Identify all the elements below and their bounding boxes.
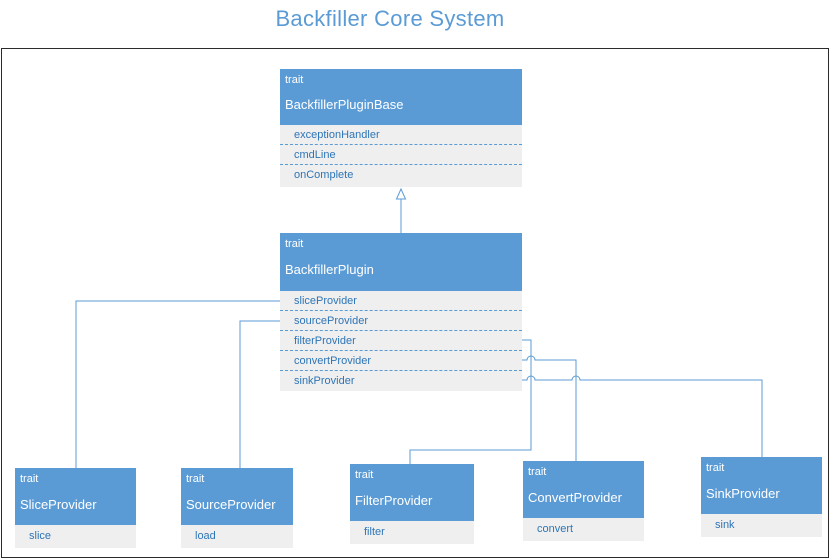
plugin-keyword: trait bbox=[285, 238, 304, 250]
source-provider-fields: load bbox=[181, 525, 293, 548]
field-slice-provider: sliceProvider bbox=[280, 291, 522, 311]
convert-provider-box: trait ConvertProvider convert bbox=[523, 461, 644, 541]
plugin-fields: sliceProvider sourceProvider filterProvi… bbox=[280, 291, 522, 391]
connector-slice bbox=[75, 300, 280, 468]
convert-provider-header: trait ConvertProvider bbox=[523, 461, 644, 518]
slice-provider-keyword: trait bbox=[20, 473, 39, 485]
source-provider-keyword: trait bbox=[186, 473, 205, 485]
source-provider-name: SourceProvider bbox=[186, 497, 276, 512]
field-convert: convert bbox=[537, 523, 574, 535]
filter-provider-box: trait FilterProvider filter bbox=[350, 464, 474, 544]
sink-provider-keyword: trait bbox=[706, 462, 725, 474]
filter-provider-name: FilterProvider bbox=[355, 493, 433, 508]
field-filter: filter bbox=[364, 526, 385, 538]
slice-provider-fields: slice bbox=[15, 525, 136, 548]
field-sink: sink bbox=[715, 519, 735, 531]
sink-provider-header: trait SinkProvider bbox=[701, 457, 822, 514]
slice-provider-name: SliceProvider bbox=[20, 497, 97, 512]
diagram-frame bbox=[1, 48, 829, 558]
field-source-provider: sourceProvider bbox=[280, 311, 522, 331]
field-sink-provider: sinkProvider bbox=[294, 375, 355, 387]
plugin-base-fields: exceptionHandler cmdLine onComplete bbox=[280, 125, 522, 187]
connector-sink bbox=[522, 375, 763, 457]
field-cmd-line: cmdLine bbox=[280, 145, 522, 165]
plugin-header: trait BackfillerPlugin bbox=[280, 233, 522, 291]
field-convert-provider: convertProvider bbox=[280, 351, 522, 371]
field-filter-provider: filterProvider bbox=[280, 331, 522, 351]
slice-provider-box: trait SliceProvider slice bbox=[15, 468, 136, 548]
field-on-complete: onComplete bbox=[294, 169, 354, 181]
plugin-name: BackfillerPlugin bbox=[285, 262, 374, 277]
connector-convert bbox=[522, 355, 577, 461]
connector-filter bbox=[409, 339, 532, 464]
slice-provider-header: trait SliceProvider bbox=[15, 468, 136, 525]
plugin-base-keyword: trait bbox=[285, 74, 304, 86]
diagram-title: Backfiller Core System bbox=[275, 6, 505, 31]
field-slice: slice bbox=[29, 530, 52, 542]
plugin-base-name: BackfillerPluginBase bbox=[285, 97, 404, 112]
sink-provider-name: SinkProvider bbox=[706, 486, 780, 501]
convert-provider-fields: convert bbox=[523, 518, 644, 541]
filter-provider-fields: filter bbox=[350, 521, 474, 544]
sink-provider-fields: sink bbox=[701, 514, 822, 537]
source-provider-box: trait SourceProvider load bbox=[181, 468, 293, 548]
sink-provider-box: trait SinkProvider sink bbox=[701, 457, 822, 537]
field-load: load bbox=[195, 530, 216, 542]
filter-provider-header: trait FilterProvider bbox=[350, 464, 474, 521]
plugin-base-header: trait BackfillerPluginBase bbox=[280, 69, 522, 125]
source-provider-header: trait SourceProvider bbox=[181, 468, 293, 525]
plugin-base-box: trait BackfillerPluginBase exceptionHand… bbox=[280, 69, 522, 187]
convert-provider-keyword: trait bbox=[528, 466, 547, 478]
convert-provider-name: ConvertProvider bbox=[528, 490, 622, 505]
plugin-box: trait BackfillerPlugin sliceProvider sou… bbox=[280, 233, 522, 391]
filter-provider-keyword: trait bbox=[355, 469, 374, 481]
inheritance-arrowhead bbox=[395, 187, 407, 200]
connector-source bbox=[239, 320, 280, 468]
field-exception-handler: exceptionHandler bbox=[280, 125, 522, 145]
